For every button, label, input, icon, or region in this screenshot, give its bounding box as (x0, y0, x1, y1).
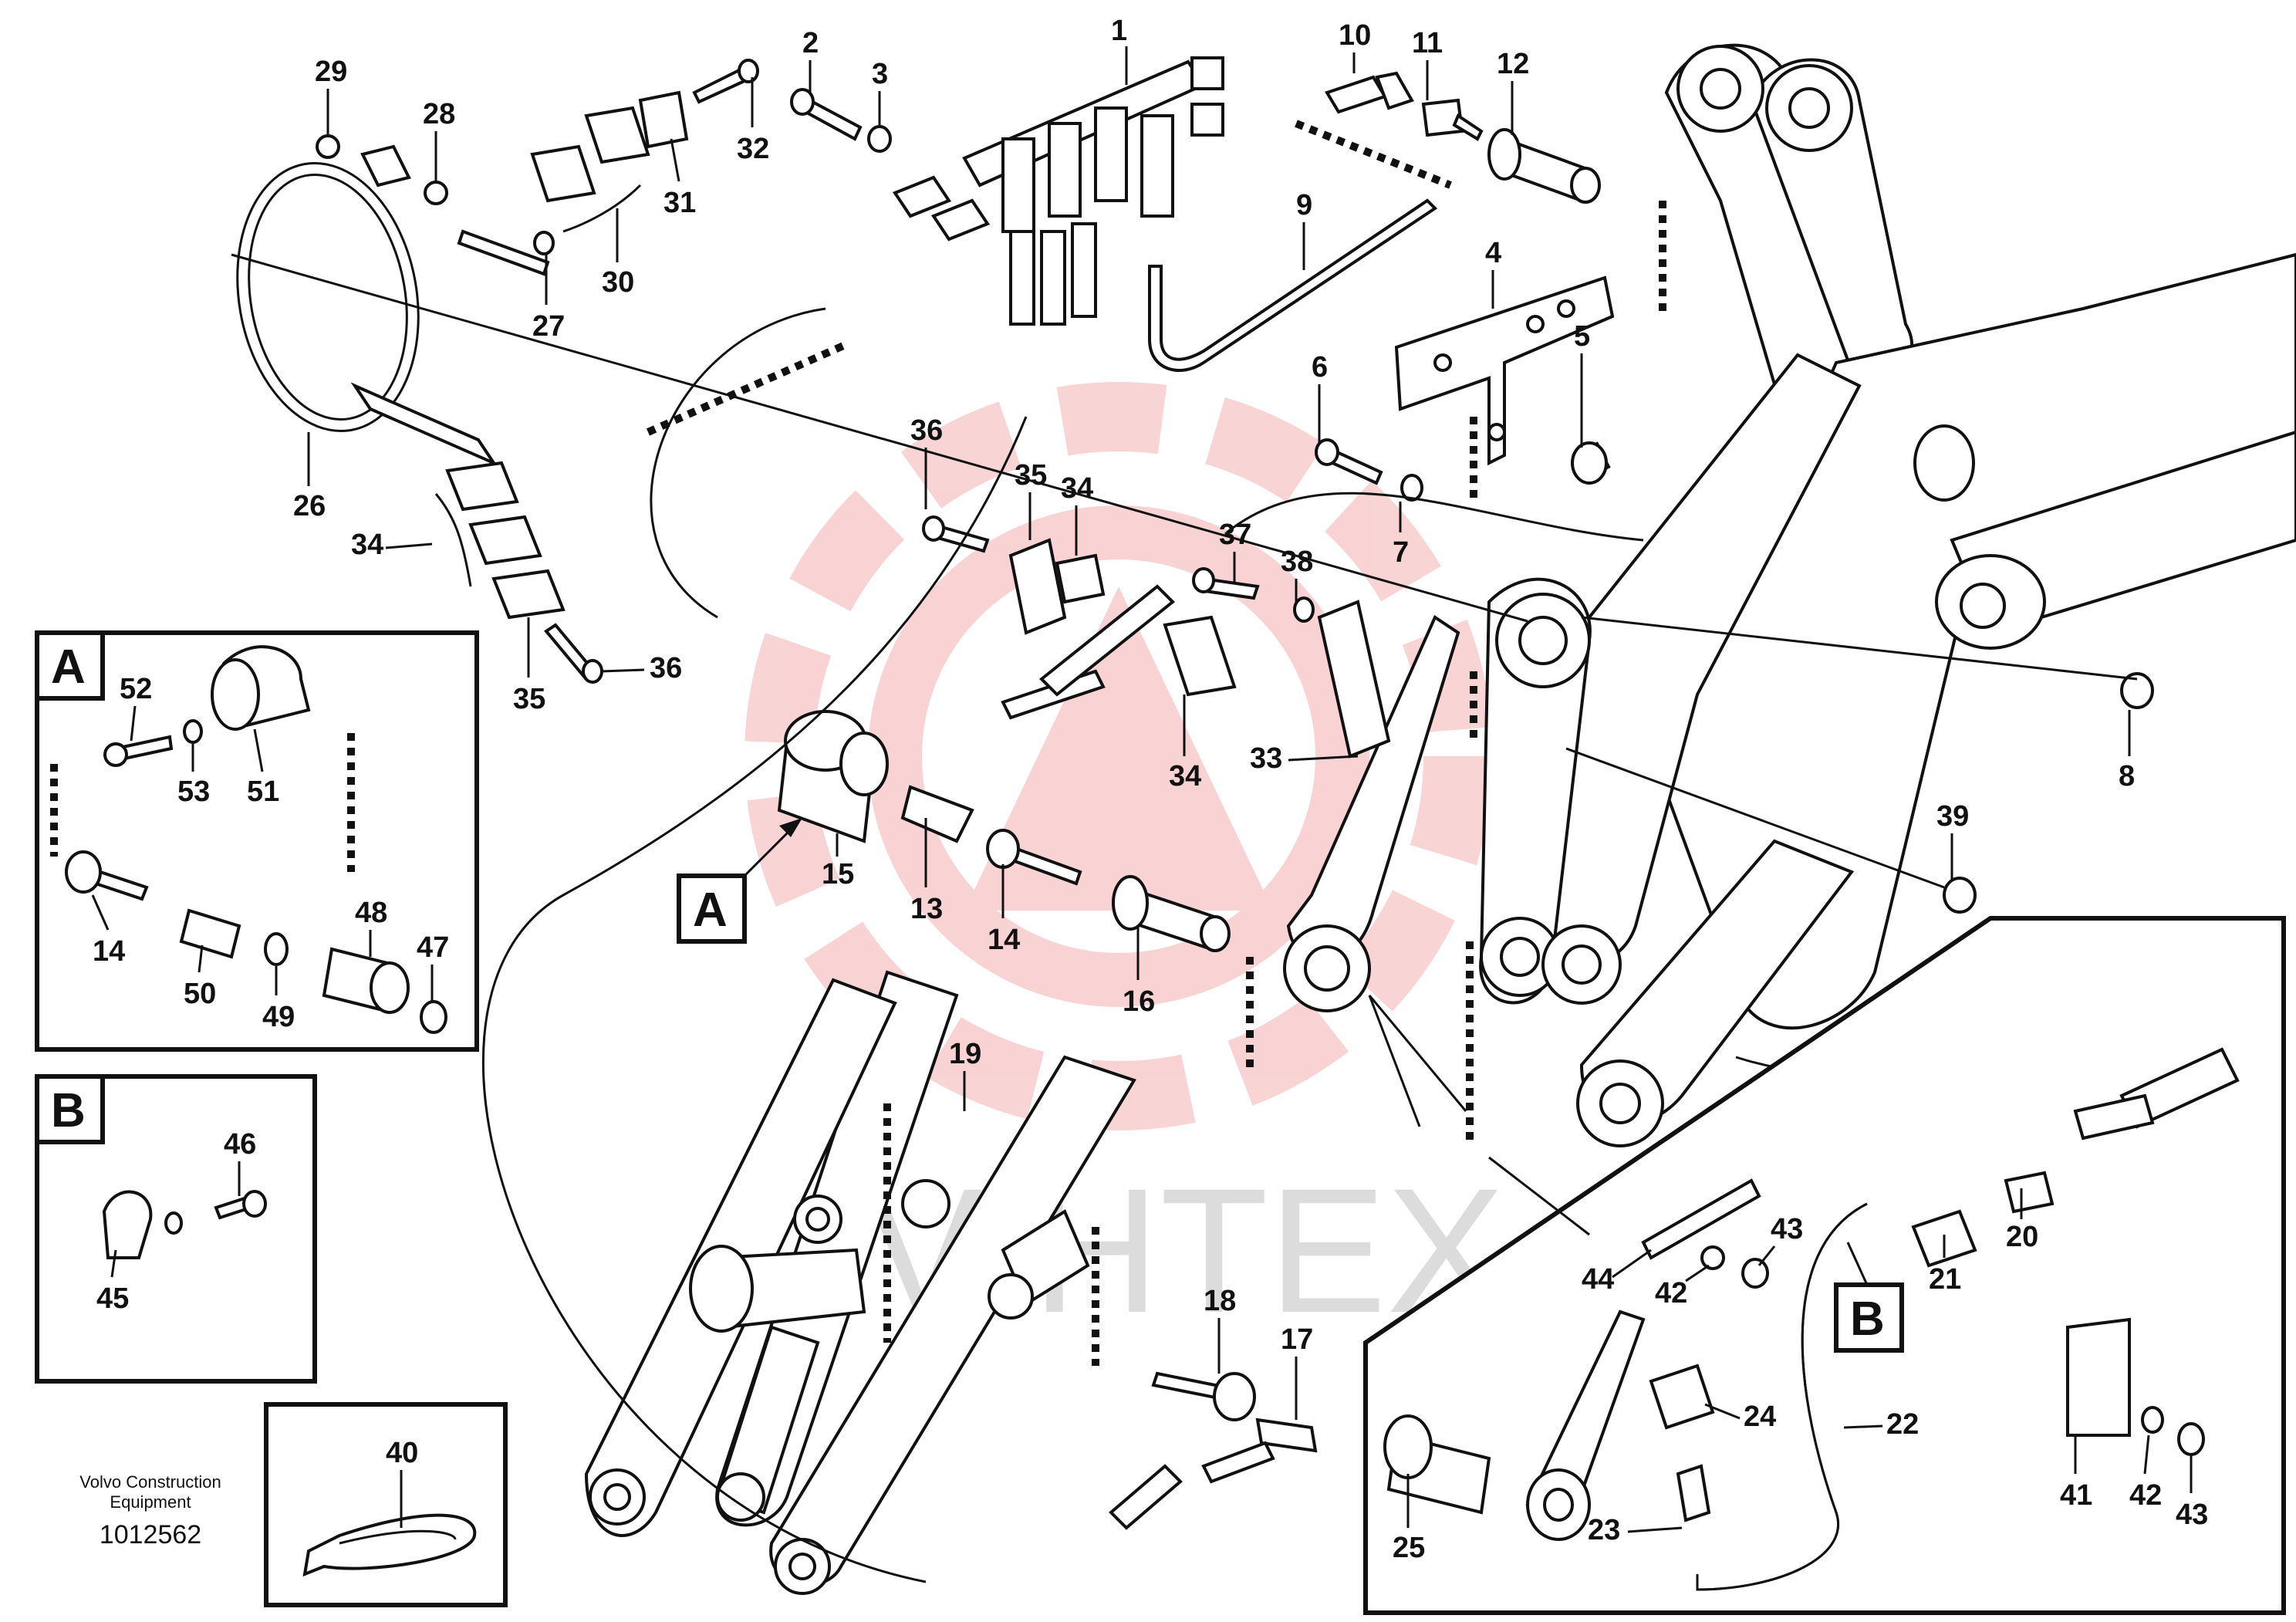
hose-9 (1148, 198, 1438, 372)
label-43a: 43 (2176, 1499, 2208, 1531)
label-36b: 36 (650, 652, 682, 684)
label-53: 53 (177, 776, 210, 808)
label-45: 45 (96, 1282, 129, 1315)
label-34a: 34 (1061, 472, 1093, 505)
lower-arm-assembly (584, 970, 1137, 1595)
label-37: 37 (1219, 519, 1251, 551)
part-labels: 1 2 3 4 5 6 7 8 9 10 11 12 13 14 15 16 1… (91, 15, 2208, 1564)
clamp-26 (236, 134, 498, 467)
label-24: 24 (1744, 1401, 1776, 1433)
label-39: 39 (1936, 800, 1969, 833)
parts-10-11-12 (1325, 71, 1601, 204)
dashed-indicators (646, 120, 1666, 1366)
label-19: 19 (949, 1038, 981, 1070)
label-30: 30 (602, 266, 634, 299)
label-42a: 42 (2129, 1479, 2162, 1512)
label-9: 9 (1296, 189, 1312, 221)
label-35a: 35 (1015, 459, 1047, 492)
inset-A-letter: A (51, 640, 86, 694)
label-36a: 36 (910, 414, 943, 447)
label-42b: 42 (1655, 1277, 1687, 1309)
label-6: 6 (1312, 351, 1328, 384)
label-4: 4 (1485, 237, 1501, 269)
label-35b: 35 (513, 683, 545, 715)
label-5: 5 (1574, 320, 1590, 353)
label-50: 50 (184, 978, 216, 1010)
label-15: 15 (822, 858, 854, 890)
label-41: 41 (2060, 1479, 2092, 1512)
brackets-33-34-35 (1008, 538, 1391, 759)
label-16: 16 (1123, 985, 1155, 1018)
label-14: 14 (988, 924, 1020, 956)
label-46: 46 (224, 1128, 256, 1161)
clamp-blocks (445, 59, 990, 684)
label-31: 31 (663, 187, 696, 219)
label-18: 18 (1204, 1285, 1236, 1317)
label-33: 33 (1250, 742, 1282, 775)
detail-box: B (1363, 916, 2286, 1615)
label-8: 8 (2119, 760, 2135, 792)
label-23: 23 (1588, 1514, 1620, 1546)
parts-17-18 (1109, 1371, 1318, 1530)
callout-B-letter: B (1850, 1293, 1885, 1346)
label-52: 52 (120, 673, 152, 705)
label-17: 17 (1281, 1323, 1313, 1356)
label-21: 21 (1929, 1263, 1961, 1296)
label-7: 7 (1393, 536, 1409, 569)
label-51: 51 (247, 776, 279, 808)
label-49: 49 (262, 1001, 295, 1033)
figure-number: 1012562 (100, 1520, 201, 1549)
label-1: 1 (1111, 15, 1127, 47)
label-22: 22 (1886, 1408, 1919, 1441)
label-47: 47 (417, 931, 449, 964)
distribution-block (892, 56, 1224, 326)
label-14-inset: 14 (93, 935, 125, 968)
inset-40 (264, 1402, 508, 1607)
label-48: 48 (355, 897, 387, 929)
callout-A-letter: A (693, 884, 728, 937)
label-34b: 34 (1169, 760, 1201, 792)
parts-5-6-7 (1315, 438, 1611, 502)
bolt-2 (790, 88, 892, 153)
brand-line-2: Equipment (110, 1492, 191, 1512)
label-26: 26 (293, 490, 326, 522)
label-3: 3 (872, 58, 888, 90)
label-20: 20 (2006, 1221, 2038, 1253)
label-38: 38 (1281, 546, 1313, 578)
label-11: 11 (1412, 27, 1443, 59)
label-12: 12 (1497, 48, 1529, 80)
bracket-4 (1394, 275, 1615, 466)
label-32: 32 (737, 133, 769, 165)
label-28: 28 (423, 98, 455, 130)
label-40: 40 (386, 1437, 418, 1469)
parts-13-14-15-16 (777, 584, 1231, 952)
label-2: 2 (802, 27, 819, 59)
brand-line-1: Volvo Construction (79, 1472, 221, 1492)
label-43b: 43 (1771, 1213, 1803, 1245)
label-25: 25 (1393, 1532, 1425, 1564)
nuts-8-39 (1943, 672, 2154, 914)
label-34c: 34 (351, 529, 383, 561)
label-10: 10 (1339, 19, 1371, 52)
lift-arm-assembly (1283, 43, 2296, 1147)
callout-A: A (677, 818, 802, 944)
label-27: 27 (532, 310, 565, 343)
label-29: 29 (315, 56, 347, 88)
inset-B: B (35, 1074, 317, 1384)
label-13: 13 (910, 893, 943, 925)
label-44: 44 (1582, 1263, 1614, 1296)
inset-A: A (35, 630, 479, 1052)
inset-B-letter: B (51, 1084, 86, 1137)
